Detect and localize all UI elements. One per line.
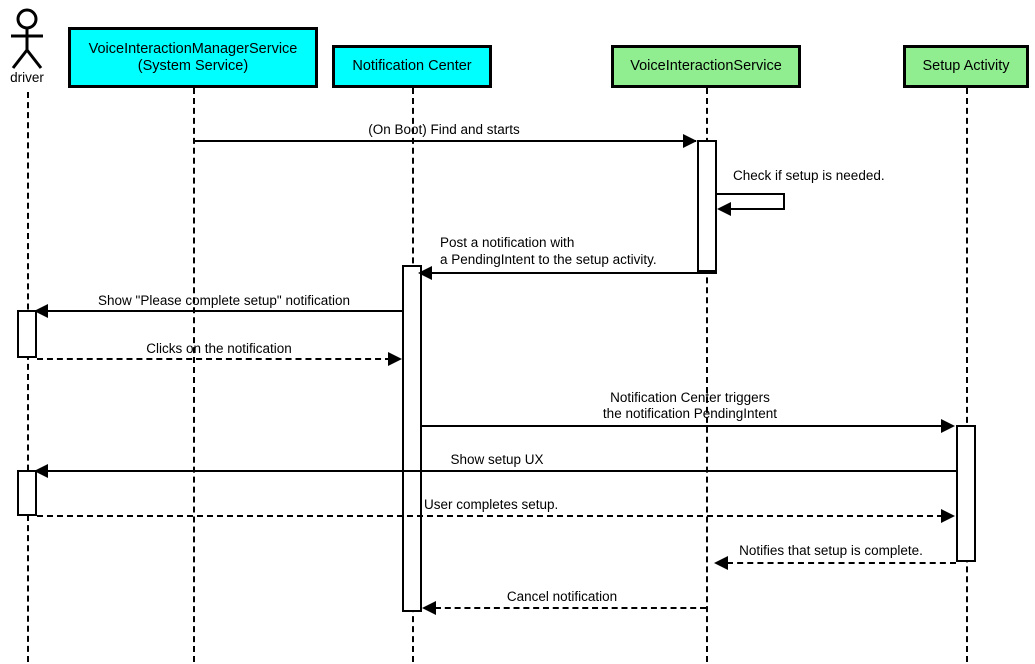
participant-label-vims-line2: (System Service) (137, 57, 249, 74)
message-arrowhead-m2 (717, 202, 731, 216)
message-arrowhead-m10 (422, 601, 436, 615)
message-line-m4 (46, 310, 402, 312)
message-line-m1 (193, 140, 696, 142)
participant-label-voiceinteractionservice: VoiceInteractionService (630, 58, 782, 75)
lifeline-setup-activity (966, 88, 968, 662)
lifeline-voiceinteractionservice (706, 88, 708, 662)
participant-box-vims[interactable]: VoiceInteractionManagerService (System S… (68, 27, 318, 88)
participant-label-vims-line1: VoiceInteractionManagerService (88, 40, 298, 57)
activation-driver-1 (17, 310, 37, 358)
participant-box-voiceinteractionservice[interactable]: VoiceInteractionService (611, 45, 801, 88)
message-line-m5 (37, 358, 391, 360)
message-line-m2-top (717, 193, 785, 195)
participant-label-driver: driver (10, 70, 44, 85)
participant-box-notification-center[interactable]: Notification Center (332, 45, 492, 88)
message-arrowhead-m4 (34, 304, 48, 318)
message-label-m2: Check if setup is needed. (733, 168, 885, 183)
message-line-m6 (422, 425, 943, 427)
activation-voiceinteractionservice (697, 140, 717, 272)
activation-driver-2 (17, 470, 37, 516)
message-label-m6-line1: Notification Center triggers (610, 390, 770, 405)
participant-box-setup-activity[interactable]: Setup Activity (903, 45, 1029, 88)
message-label-m7: Show setup UX (450, 452, 544, 467)
actor-driver-icon (11, 8, 43, 69)
lifeline-driver (27, 92, 29, 662)
message-line-m2-right (783, 193, 785, 210)
message-arrowhead-m5 (388, 352, 402, 366)
message-label-m6-line2: the notification PendingIntent (602, 406, 778, 421)
message-line-m9 (727, 562, 956, 564)
message-line-m3 (430, 272, 717, 274)
activation-setup-activity (956, 425, 976, 562)
message-line-m2-bottom (731, 208, 785, 210)
lifeline-vims (193, 88, 195, 662)
message-arrowhead-m7 (34, 464, 48, 478)
participant-label-notification-center: Notification Center (352, 58, 472, 75)
message-label-m5: Clicks on the notification (146, 341, 292, 356)
message-label-m3-line1: Post a notification with (440, 235, 575, 250)
message-arrowhead-m3 (418, 266, 432, 280)
message-arrowhead-m6 (941, 419, 955, 433)
message-label-m10: Cancel notification (506, 589, 618, 604)
message-label-m9: Notifies that setup is complete. (739, 543, 923, 558)
message-arrowhead-m8 (941, 509, 955, 523)
message-line-m10 (435, 607, 706, 609)
message-line-m8 (37, 515, 943, 517)
message-arrowhead-m9 (714, 556, 728, 570)
message-label-m8: User completes setup. (424, 497, 559, 512)
message-arrowhead-m1 (683, 134, 697, 148)
message-label-m4: Show "Please complete setup" notificatio… (98, 293, 350, 308)
activation-notification-center (402, 265, 422, 612)
message-line-m7 (46, 470, 956, 472)
message-label-m1: (On Boot) Find and starts (368, 122, 520, 137)
message-label-m3-line2: a PendingIntent to the setup activity. (440, 252, 657, 267)
participant-label-setup-activity: Setup Activity (922, 58, 1010, 75)
